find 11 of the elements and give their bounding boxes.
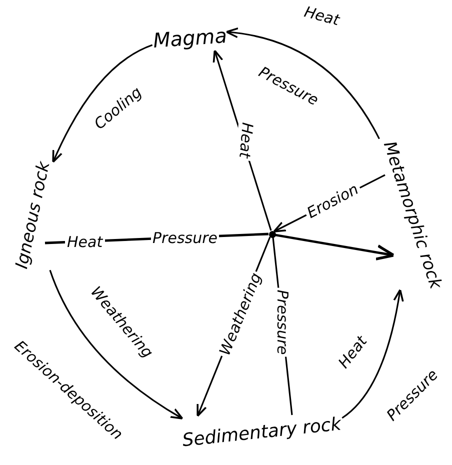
arrow bbox=[52, 44, 153, 163]
arrow bbox=[275, 234, 395, 260]
rock-stage-label: Sedimentary rock bbox=[181, 414, 342, 452]
arrow bbox=[226, 28, 380, 140]
rock-stage-label: Magma bbox=[152, 24, 228, 52]
junction-dot bbox=[268, 230, 276, 238]
arrow bbox=[49, 270, 184, 420]
arrow bbox=[342, 288, 404, 419]
process-label: Pressure bbox=[150, 230, 220, 246]
edge-label: Heat bbox=[65, 234, 105, 250]
rock-stage-label: Igneous rock bbox=[12, 160, 54, 270]
